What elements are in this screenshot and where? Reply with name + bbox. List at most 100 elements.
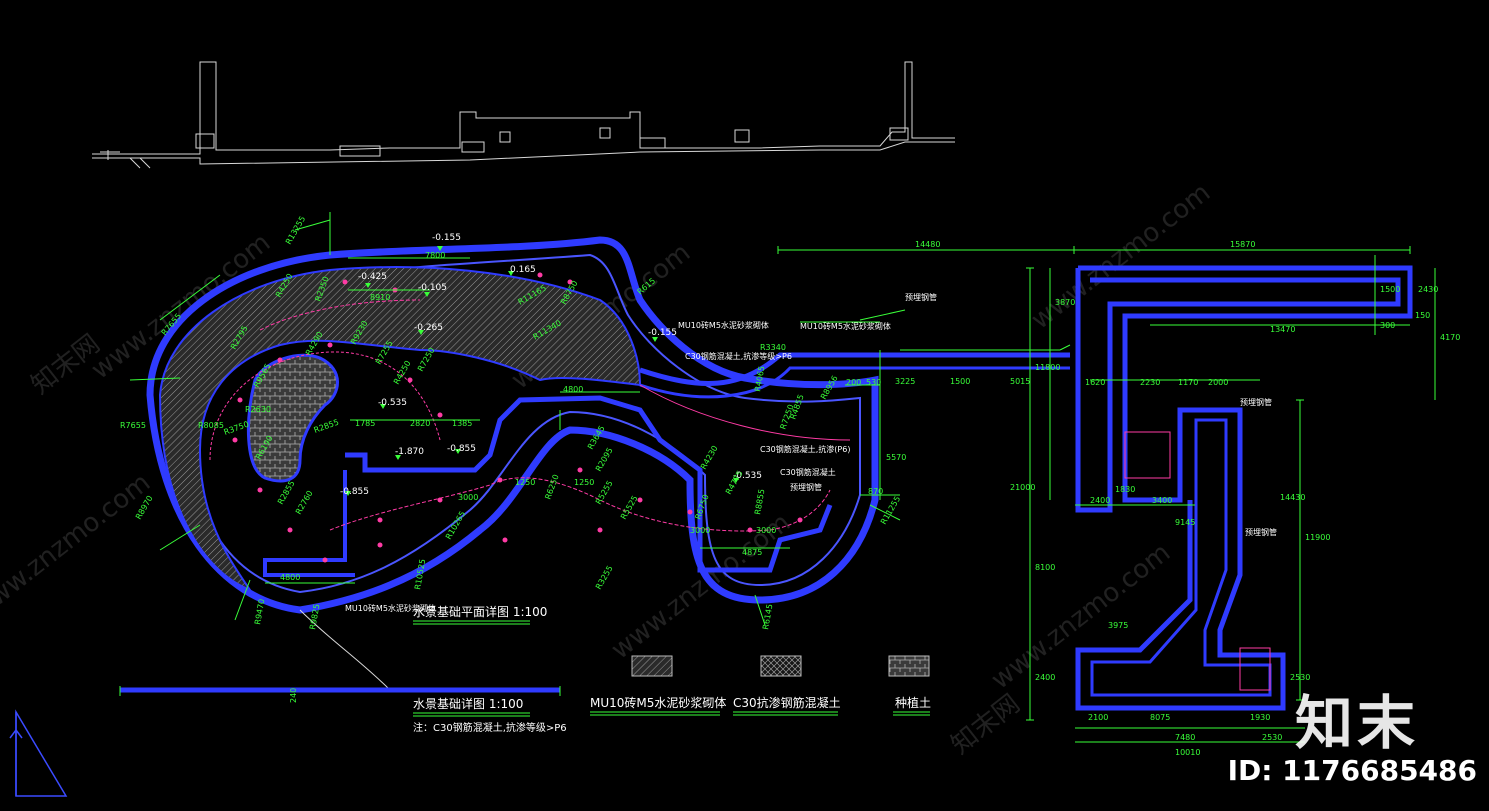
callout-concrete: C30钢筋混凝土,抗渗等级>P6 — [685, 351, 792, 361]
dim-label: 8075 — [1150, 713, 1170, 722]
drawing-titles: 水景基础平面详图 1:100 水景基础详图 1:100 注：C30钢筋混凝土,抗… — [413, 604, 567, 734]
callouts: MU10砖M5水泥砂浆砌体 MU10砖M5水泥砂浆砌体 MU10砖M5水泥砂浆砌… — [345, 292, 1277, 613]
callout-wall: MU10砖M5水泥砂浆砌体 — [678, 320, 769, 330]
radius-label: R7655 — [120, 421, 146, 430]
radius-label: R2855 — [276, 479, 297, 506]
legend-label: C30抗渗钢筋混凝土 — [733, 695, 841, 710]
elevation-label: -0.265 — [414, 323, 443, 333]
dim-label: 4170 — [1440, 333, 1460, 342]
dim-label: 11900 — [1305, 533, 1330, 542]
basin-plan-right — [1075, 265, 1413, 711]
plan-dimension-lines — [129, 212, 1071, 626]
dim-label: 3870 — [1055, 298, 1075, 307]
dim-label: 1830 — [1115, 485, 1135, 494]
legend: MU10砖M5水泥砂浆砌体 C30抗渗钢筋混凝土 种植土 — [590, 655, 931, 716]
elevation-label: -1.870 — [395, 447, 424, 457]
dim-label: 8910 — [370, 293, 390, 302]
dim-label: 3000 — [690, 526, 710, 535]
watermark-text: www.znzmo.com — [986, 538, 1176, 696]
basin-dimension-texts: 14480 15870 13470 2430 1500 300 150 3870… — [915, 240, 1460, 682]
radius-label: R10525 — [413, 558, 427, 590]
radius-label: R2095 — [594, 446, 615, 473]
planting-island — [247, 353, 339, 483]
section-line — [92, 61, 955, 169]
callout-wall: MU10砖M5水泥砂浆砌体 — [345, 603, 436, 613]
basin-dimension-lines — [777, 246, 1436, 743]
plan-title: 水景基础平面详图 1:100 — [413, 604, 547, 619]
water-feature-plan — [119, 236, 1070, 696]
elevation-label: -0.535 — [378, 398, 407, 408]
callout-pipe: 预埋钢管 — [1245, 527, 1277, 537]
legend-label: 种植土 — [895, 695, 931, 710]
radius-label: R11255 — [879, 495, 902, 526]
radius-label: R13255 — [284, 215, 307, 246]
dim-label: 3000 — [458, 493, 478, 502]
dim-label: 7480 — [1175, 733, 1195, 742]
dim-label: 2820 — [410, 419, 430, 428]
radius-label: R2760 — [294, 489, 315, 516]
elevation-label: -0.855 — [340, 487, 369, 497]
elevation-labels: -0.155 -0.425 -0.105 0.165 -0.265 -0.155… — [340, 233, 762, 497]
dim-label: 15870 — [1230, 240, 1255, 249]
dim-label: 1500 — [1380, 285, 1400, 294]
dim-label: 1500 — [950, 377, 970, 386]
dim-label: 3975 — [1108, 621, 1128, 630]
dim-label: 9145 — [1175, 518, 1195, 527]
radius-label: R2855 — [313, 418, 340, 435]
dim-label: 300 — [1380, 321, 1395, 330]
dim-label: 21000 — [1010, 483, 1035, 492]
radius-label: R6750 — [693, 493, 710, 520]
dim-label: 1385 — [452, 419, 472, 428]
legend-swatch-brick-wall — [631, 655, 673, 677]
radius-label: R6145 — [761, 603, 774, 630]
dim-label: 14430 — [1280, 493, 1305, 502]
image-id-label: ID: 1176685486 — [1227, 754, 1477, 787]
radius-label: R8855 — [753, 488, 766, 515]
dim-label: 2530 — [1290, 673, 1310, 682]
dim-label: 2430 — [1418, 285, 1438, 294]
dim-label: 2230 — [1140, 378, 1160, 387]
brand-logo: 知末 — [1294, 689, 1419, 757]
legend-swatch-concrete — [760, 655, 802, 677]
radius-label: R10265 — [444, 510, 467, 541]
dim-label: 2100 — [1088, 713, 1108, 722]
callout-pipe: 预埋钢管 — [1240, 397, 1272, 407]
dim-label: 3000 — [756, 526, 776, 535]
dim-label: 5570 — [886, 453, 906, 462]
callout-pipe: 预埋钢管 — [905, 292, 937, 302]
dim-label: 530 — [866, 378, 881, 387]
dim-label: 1930 — [1250, 713, 1270, 722]
dim-label: 8100 — [1035, 563, 1055, 572]
callout-concrete: C30钢筋混凝土 — [780, 467, 836, 477]
elevation-label: -0.155 — [432, 233, 461, 243]
dim-label: 1250 — [515, 478, 535, 487]
dim-label: 150 — [1415, 311, 1430, 320]
elevation-label: -0.425 — [358, 272, 387, 282]
dim-label: 2000 — [1208, 378, 1228, 387]
dim-label: 2530 — [1262, 733, 1282, 742]
radius-label: R8085 — [198, 421, 224, 430]
dim-label: 4875 — [742, 548, 762, 557]
watermark-text: 知末网 — [946, 689, 1026, 761]
dim-label: 5015 — [1010, 377, 1030, 386]
radius-label: R9825 — [308, 603, 321, 630]
dim-label: 3225 — [895, 377, 915, 386]
dim-label: 11800 — [1035, 363, 1060, 372]
radius-label: R5255 — [594, 479, 615, 506]
elevation-label: -0.535 — [733, 471, 762, 481]
radius-label: R3340 — [760, 343, 786, 352]
inner-wall — [178, 253, 861, 594]
radius-label: R3255 — [594, 564, 615, 591]
dim-label: 4800 — [280, 573, 300, 582]
radius-label: R2630 — [245, 405, 271, 414]
radius-label: R9470 — [253, 598, 266, 625]
radius-label: R4775 — [724, 469, 745, 496]
radius-label: R4230 — [699, 444, 720, 471]
dim-label: 1250 — [574, 478, 594, 487]
section-dim: 240 — [289, 688, 298, 703]
legend-label: MU10砖M5水泥砂浆砌体 — [590, 695, 726, 710]
drawing-note: 注：C30钢筋混凝土,抗渗等级>P6 — [413, 721, 567, 734]
dim-label: 1170 — [1178, 378, 1198, 387]
ucs-icon — [9, 709, 68, 797]
